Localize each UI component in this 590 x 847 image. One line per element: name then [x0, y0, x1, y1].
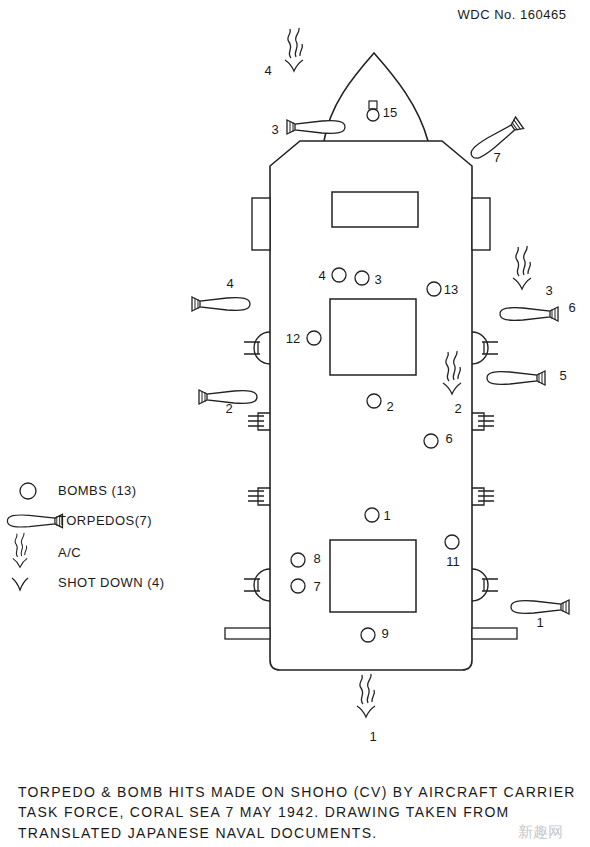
- aircraft-number: 2: [454, 402, 461, 416]
- bomb-number: 2: [386, 400, 393, 414]
- bomb-number: 15: [383, 106, 397, 120]
- torpedo-number: 1: [536, 616, 543, 630]
- aircraft-number: 3: [545, 284, 552, 298]
- legend-text: TORPEDOS(7): [58, 514, 152, 528]
- legend-text: A/C: [58, 546, 81, 560]
- torpedo-number: 3: [271, 123, 278, 137]
- torpedo-number: 7: [493, 151, 500, 165]
- legend-text: SHOT DOWN (4): [58, 576, 165, 590]
- bomb-number: 6: [445, 432, 452, 446]
- bomb-number: 8: [313, 552, 320, 566]
- bomb-number: 4: [318, 269, 325, 283]
- bomb-number: 7: [313, 580, 320, 594]
- bomb-number: 1: [383, 509, 390, 523]
- bomb-number: 13: [444, 283, 458, 297]
- torpedo-number: 2: [225, 402, 232, 416]
- bomb-number: 12: [286, 332, 300, 346]
- document-number: WDC No. 160465: [458, 8, 567, 22]
- watermark: 新趣网: [518, 824, 563, 841]
- caption: TORPEDO & BOMB HITS MADE ON SHOHO (CV) B…: [18, 782, 578, 843]
- torpedo-number: 4: [226, 277, 233, 291]
- aircraft-number: 1: [369, 730, 376, 744]
- aircraft-number: 4: [264, 64, 271, 78]
- torpedo-number: 5: [559, 369, 566, 383]
- bomb-number: 3: [374, 273, 381, 287]
- bomb-number: 11: [446, 555, 460, 569]
- legend-text: BOMBS (13): [58, 484, 137, 498]
- bomb-number: 9: [381, 627, 388, 641]
- torpedo-number: 6: [568, 301, 575, 315]
